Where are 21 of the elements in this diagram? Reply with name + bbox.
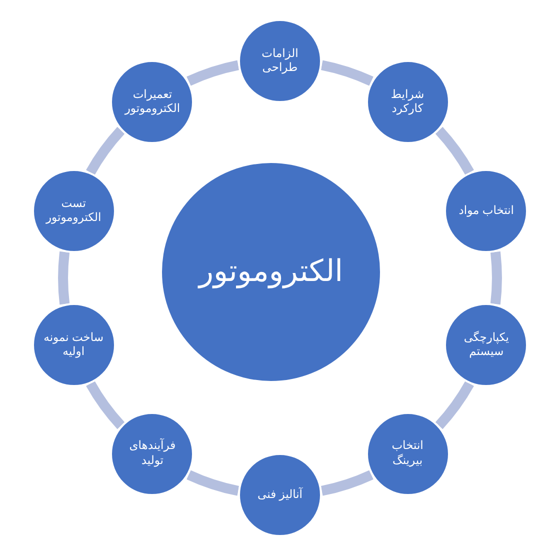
ring-connector [86, 381, 125, 429]
node-label: ساخت نمونه اولیه [42, 330, 105, 360]
ring-connector [435, 127, 474, 175]
ring-connector [435, 381, 474, 429]
node-label: فرآیندهای تولید [128, 439, 177, 468]
node-label: یکپارچگی سیستم [462, 330, 510, 360]
node-label: شرایط کارکرد [390, 88, 426, 117]
node-label: انتخاب مواد [458, 204, 514, 218]
node-label: آنالیز فنی [258, 488, 302, 502]
ring-connector [320, 60, 374, 86]
node-label: تعمیرات الکتروموتور [123, 88, 182, 117]
ring-connector [58, 252, 70, 304]
ring-connector [320, 470, 374, 496]
node-label: انتخاب بیرینگ [390, 439, 424, 468]
ring-connector [490, 252, 502, 304]
ring-connector [86, 127, 125, 175]
ring-connector [186, 470, 240, 496]
node-label: تست الکتروموتور [44, 196, 102, 226]
node-label: الکتروموتور [198, 254, 344, 290]
node-label: الزامات طراحی [260, 46, 300, 76]
ring-connector [186, 60, 240, 86]
